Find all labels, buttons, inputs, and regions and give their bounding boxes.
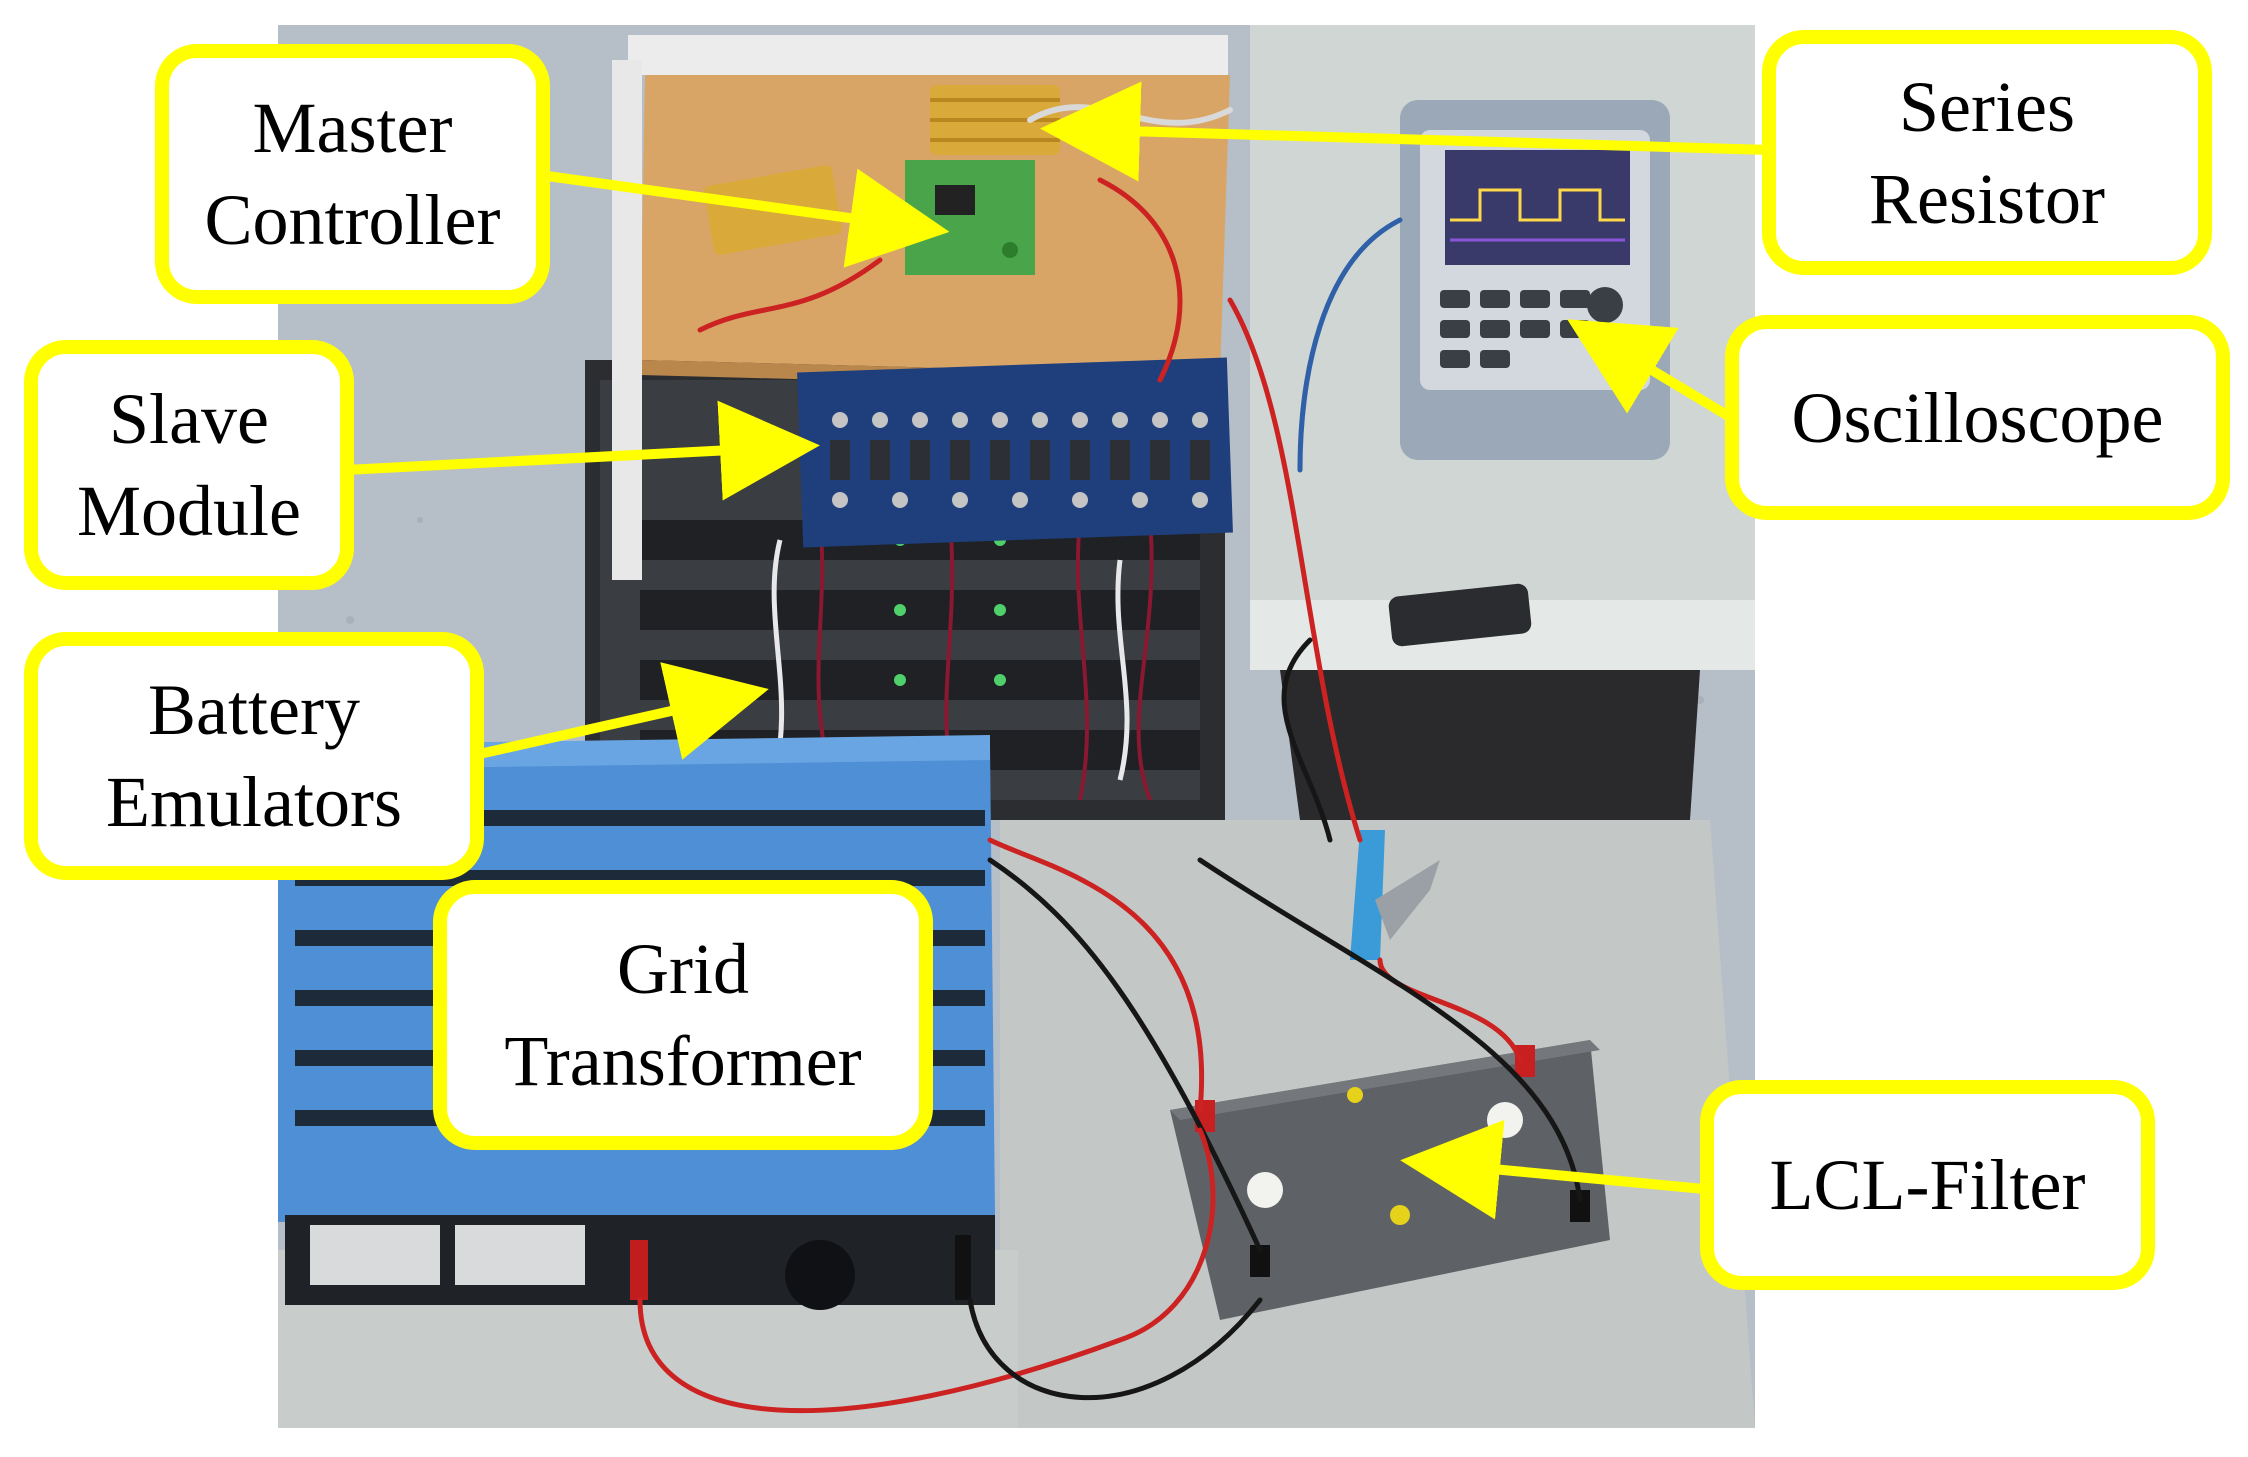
label-slave-module-line2: Module <box>77 471 301 551</box>
clamp-probe <box>1350 830 1385 960</box>
label-battery-emulators: Battery Emulators <box>24 632 484 880</box>
label-oscilloscope: Oscilloscope <box>1725 315 2230 520</box>
label-master-controller-line1: Master <box>252 88 453 168</box>
label-lcl-filter: LCL-Filter <box>1700 1080 2155 1290</box>
label-lcl-filter-line1: LCL-Filter <box>1769 1145 2086 1225</box>
label-grid-transformer: Grid Transformer <box>433 880 933 1150</box>
label-battery-emulators-line1: Battery <box>148 670 360 750</box>
label-series-resistor-line1: Series <box>1899 66 2075 147</box>
label-slave-module-line1: Slave <box>109 379 269 459</box>
label-master-controller: Master Controller <box>155 44 550 304</box>
label-oscilloscope-line1: Oscilloscope <box>1791 377 2164 458</box>
label-master-controller-line2: Controller <box>204 180 501 260</box>
master-controller-board <box>905 160 1035 275</box>
current-probe-box <box>1388 583 1532 647</box>
label-grid-transformer-line1: Grid <box>617 929 749 1009</box>
label-series-resistor-line2: Resistor <box>1868 158 2105 239</box>
label-battery-emulators-line2: Emulators <box>106 762 402 842</box>
label-grid-transformer-line2: Transformer <box>504 1021 862 1101</box>
label-slave-module: Slave Module <box>24 340 354 590</box>
label-series-resistor: Series Resistor <box>1762 30 2212 275</box>
